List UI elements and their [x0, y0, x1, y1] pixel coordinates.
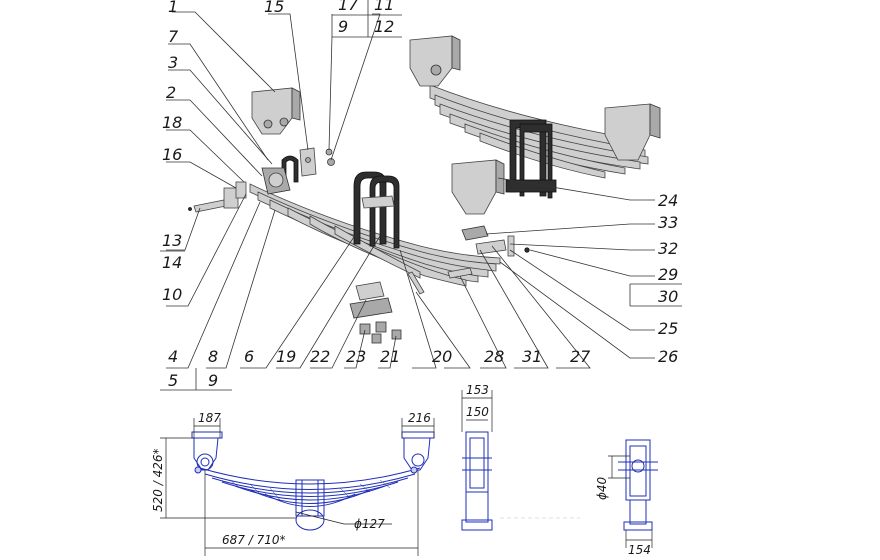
callout-15: 15: [264, 0, 284, 16]
callout-21: 21: [380, 347, 400, 366]
dim-side-inner: 150: [466, 405, 489, 419]
callout-9-top: 9: [338, 17, 348, 36]
assembled-spring-3d: [409, 35, 661, 199]
callout-2: 2: [166, 83, 176, 102]
callout-4: 4: [168, 347, 178, 366]
callout-16: 16: [162, 145, 182, 164]
dim-end-width: 154: [628, 543, 651, 557]
dim-bolt-diameter: ϕ127: [354, 517, 385, 531]
callout-22: 22: [310, 347, 330, 366]
callout-20: 20: [432, 347, 452, 366]
callout-10: 10: [162, 285, 182, 304]
callout-11: 11: [374, 0, 394, 14]
front-view-drawing: [191, 431, 435, 531]
callout-7: 7: [168, 27, 179, 46]
callout-6: 6: [244, 347, 254, 366]
dimension-annotations: 187 216 153 150 520 / 426* 687 / 710* ϕ1…: [151, 383, 653, 557]
callout-28: 28: [484, 347, 504, 366]
callout-31: 31: [522, 347, 542, 366]
callout-12: 12: [374, 17, 394, 36]
leader-lines: [166, 11, 655, 369]
callout-18: 18: [162, 113, 182, 132]
callout-9-bottom: 9: [208, 371, 218, 390]
callout-3: 3: [168, 53, 178, 72]
side-view-drawing: [461, 431, 580, 531]
callout-23: 23: [346, 347, 366, 366]
callout-30: 30: [658, 287, 678, 306]
end-view-drawing: [618, 439, 658, 531]
dim-bracket-left: 187: [198, 411, 221, 425]
callout-27: 27: [570, 347, 591, 366]
callout-5: 5: [168, 371, 178, 390]
dim-side-outer: 153: [466, 383, 489, 397]
callout-33: 33: [658, 213, 678, 232]
callout-1: 1: [168, 0, 178, 16]
dim-span: 687 / 710*: [222, 533, 285, 547]
callout-26: 26: [658, 347, 678, 366]
callout-25: 25: [658, 319, 678, 338]
callout-labels: 1 15 17 9 11 12 7 3 2 18 16 13 14 10 24 …: [160, 0, 682, 391]
callout-14: 14: [162, 253, 182, 272]
callout-8: 8: [208, 347, 218, 366]
callout-19: 19: [276, 347, 296, 366]
dim-bracket-right: 216: [408, 411, 431, 425]
callout-29: 29: [658, 265, 678, 284]
exploded-parts: [188, 87, 530, 344]
dim-height: 520 / 426*: [151, 449, 165, 512]
callout-17: 17: [338, 0, 359, 14]
callout-32: 32: [658, 239, 678, 258]
callout-13: 13: [162, 231, 182, 250]
dim-end-diameter: ϕ40: [595, 476, 609, 500]
callout-24: 24: [658, 191, 678, 210]
